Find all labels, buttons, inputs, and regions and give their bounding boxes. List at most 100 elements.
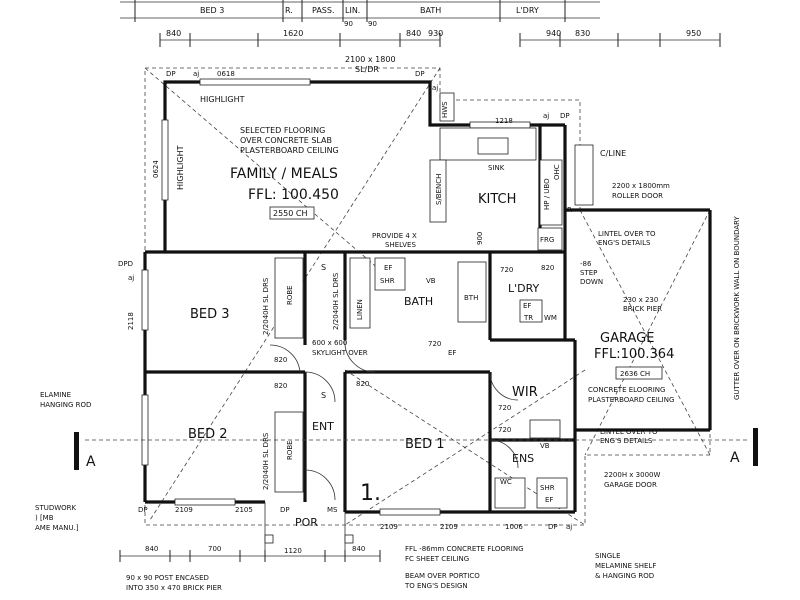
bath-s: S — [321, 263, 326, 272]
shelves-line1: PROVIDE 4 X — [372, 232, 417, 240]
laundry-tr: TR — [523, 314, 533, 322]
top-room-ldry: L'DRY — [516, 6, 539, 15]
bed2-drs: 2/2040H SL DRS — [262, 432, 270, 490]
windows — [141, 78, 531, 516]
bottom-dim-840b: 840 — [352, 545, 365, 553]
bottom-dim-2109b: 2109 — [380, 523, 398, 531]
bath-title: BATH — [404, 295, 433, 308]
bed3-robe: ROBE — [286, 285, 294, 305]
bench-label: S/BENCH — [435, 174, 443, 205]
garage-floor-1: CONCRETE ELOORING — [588, 386, 665, 394]
kitchen-frg: FRG — [540, 236, 554, 244]
bottom-dim-2109c: 2109 — [440, 523, 458, 531]
bed3-dpd: DPD — [118, 260, 133, 268]
ens-ef: EF — [545, 496, 553, 504]
studwork-line2: ) [MB — [35, 514, 54, 522]
garage-title: GARAGE — [600, 331, 654, 346]
bath-vb: VB — [426, 277, 436, 285]
top-room-bed3: BED 3 — [200, 6, 224, 15]
bottom-ms: MS — [327, 506, 338, 514]
bottom-dp1: DP — [138, 506, 148, 514]
laundry-ef: EF — [523, 302, 531, 310]
highlight-side: HIGHLIGHT — [176, 145, 185, 190]
hall-ef: EF — [448, 349, 456, 357]
hws-label: HWS — [441, 101, 449, 118]
dimension-row-bottom — [119, 550, 381, 562]
family-note-2: OVER CONCRETE SLAB — [240, 136, 332, 145]
step-line2: STEP — [580, 269, 597, 277]
lintel2-line1: LINTEL OVER TO — [600, 428, 658, 436]
family-side-dim: 0624 — [152, 160, 160, 178]
gutter-note: GUTTER OVER ON BRICKWORK WALL ON BOUNDAR… — [733, 215, 741, 400]
dim-840b: 840 — [406, 29, 421, 38]
top-room-bath: BATH — [420, 6, 441, 15]
laundry-dim-820: 820 — [541, 264, 554, 272]
top-room-r: R. — [285, 6, 293, 15]
bath-ef: EF — [384, 264, 392, 272]
dp-left: DP — [166, 70, 176, 78]
beam-note-2: TO ENG'S DESIGN — [404, 582, 468, 590]
top-strip: BED 3 R. PASS. LIN. BATH L'DRY 90 90 — [120, 0, 600, 28]
laminate-line1: ELAMINE — [40, 391, 71, 399]
dim-1218: 1218 — [495, 117, 513, 125]
bottom-dim-2109a: 2109 — [175, 506, 193, 514]
lintel2-line2: ENG'S DETAILS — [600, 437, 653, 445]
dp-right1: DP — [560, 112, 570, 120]
section-marker-right: A — [730, 450, 740, 466]
pier-line2: BRICK PIER — [623, 305, 662, 313]
kitchen-dim-900: 900 — [476, 232, 484, 245]
family-title: FAMILY / MEALS — [230, 166, 338, 182]
dim-940: 940 — [546, 29, 561, 38]
garage-door-size: 2200H x 3000W — [604, 471, 660, 479]
step-line1: -86 — [580, 260, 592, 268]
bed3-title: BED 3 — [190, 307, 230, 322]
bed3-side-dim: 2118 — [127, 312, 135, 330]
kitchen-title: KITCH — [478, 192, 516, 207]
shelf-note-3: & HANGING ROD — [595, 572, 654, 580]
skylight-line1: 600 x 600 — [312, 339, 347, 347]
family-note-3: PLASTERBOARD CEILING — [240, 146, 339, 155]
bed3-dim-820: 820 — [274, 356, 287, 364]
window-size: 2100 x 1800 — [345, 55, 396, 64]
bottom-dim-700: 700 — [208, 545, 221, 553]
hall-dim-820a: 820 — [356, 380, 369, 388]
sink-label: SINK — [488, 164, 505, 172]
step-line3: DOWN — [580, 278, 603, 286]
post-line2: INTO 350 x 470 BRICK PIER — [126, 584, 222, 592]
lintel1-line2: ENG'S DETAILS — [598, 239, 651, 247]
garage-ceiling: 2636 CH — [620, 370, 650, 378]
garage-floor-2: PLASTERBOARD CEILING — [588, 396, 674, 404]
shelf-note-1: SINGLE — [595, 552, 621, 560]
roller-door-type: ROLLER DOOR — [612, 192, 663, 200]
section-number: 1. — [360, 481, 381, 506]
top-room-pass: PASS. — [312, 6, 334, 15]
shelf-note-2: MELAMINE SHELF — [595, 562, 656, 570]
studwork-line1: STUDWORK — [35, 504, 77, 512]
bottom-dim-840a: 840 — [145, 545, 158, 553]
laminate-line2: HANGING ROD — [40, 401, 91, 409]
bottom-dim-1006: 1006 — [505, 523, 523, 531]
wir-vb: VB — [540, 442, 550, 450]
bath-shr: SHR — [380, 277, 395, 285]
aj-left: aj — [193, 70, 199, 78]
dim-840a: 840 — [166, 29, 181, 38]
dimension-row-top: 840 1620 840 930 940 830 950 — [159, 29, 721, 47]
top-room-lin: LIN. — [345, 6, 360, 15]
bottom-dim-2105: 2105 — [235, 506, 253, 514]
entry-label: ENT — [312, 420, 334, 433]
highlight-top: HIGHLIGHT — [200, 95, 245, 104]
skylight-line2: SKYLIGHT OVER — [312, 349, 368, 357]
bed3-drs: 2/2040H SL DRS — [262, 277, 270, 335]
kitchen-appliances: HP / UBO — [543, 178, 551, 210]
bed2-title: BED 2 — [188, 427, 228, 442]
aj-right1: aj — [543, 112, 549, 120]
wir-title: WIR — [512, 385, 538, 400]
laundry-wm: WM — [544, 314, 557, 322]
roller-door-size: 2200 x 1800mm — [612, 182, 670, 190]
bath-bth: BTH — [464, 294, 478, 302]
bath-drs: 2/2040H SL DRS — [332, 272, 340, 330]
wir-dim-720a: 720 — [498, 404, 511, 412]
dim-0618: 0618 — [217, 70, 235, 78]
portico-label: POR — [295, 516, 318, 529]
